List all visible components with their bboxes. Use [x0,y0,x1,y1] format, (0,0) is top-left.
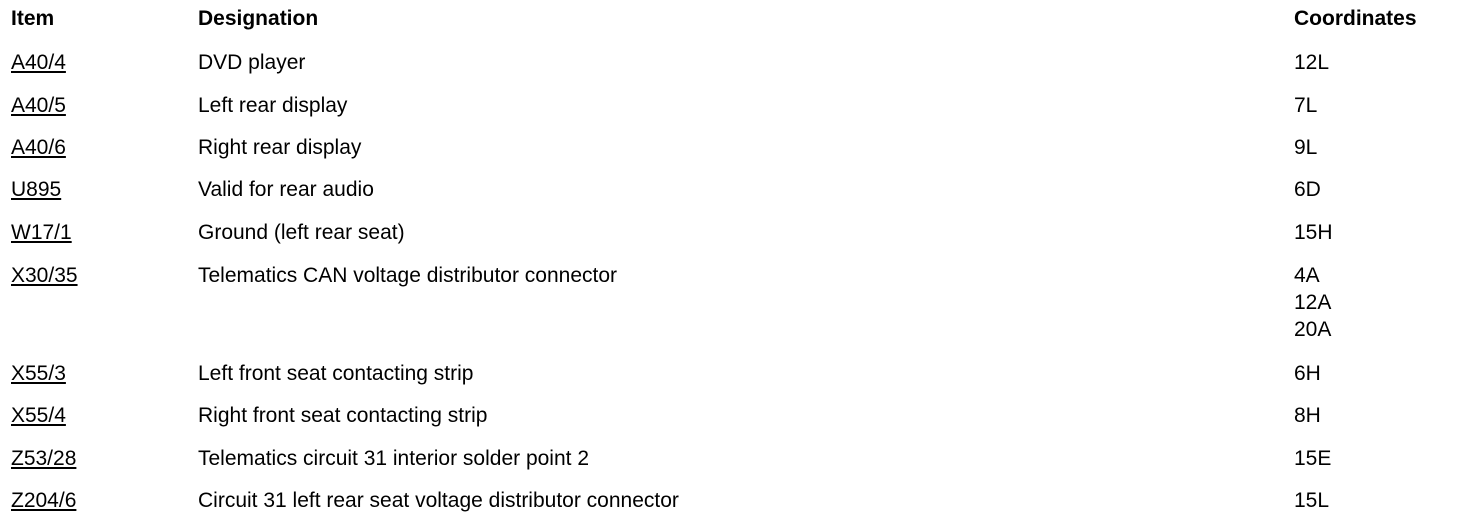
coordinate-text: 12L [1294,51,1330,74]
table-row: A40/6 Right rear display 9L [0,137,1472,163]
coordinate-text: 15E [1294,447,1332,470]
item-link[interactable]: A40/5 [11,94,66,117]
table-row: W17/1 Ground (left rear seat) 15H [0,222,1472,248]
table-row: U895 Valid for rear audio 6D [0,179,1472,205]
table-row: Z53/28 Telematics circuit 31 interior so… [0,448,1472,474]
designation-text: Right front seat contacting strip [198,404,488,427]
coordinate-text: 6D [1294,178,1321,201]
designation-text: Right rear display [198,136,362,159]
coordinate-list: 4A 12A 20A [1294,262,1331,343]
table-row: A40/4 DVD player 12L [0,52,1472,78]
table-header-row: Item Designation Coordinates [0,0,1472,40]
item-link[interactable]: U895 [11,178,62,201]
table-row: Z204/6 Circuit 31 left rear seat voltage… [0,490,1472,516]
table-row: X30/35 Telematics CAN voltage distributo… [0,262,1472,345]
coordinate-text: 8H [1294,404,1321,427]
coordinate-text: 9L [1294,136,1318,159]
designation-text: Circuit 31 left rear seat voltage distri… [198,489,679,512]
coordinate-text: 7L [1294,94,1318,117]
item-link[interactable]: W17/1 [11,221,72,244]
table-row: X55/3 Left front seat contacting strip 6… [0,363,1472,389]
coordinate-text: 15L [1294,489,1330,512]
designation-text: Left rear display [198,94,348,117]
item-column-header: Item [11,7,55,30]
designation-text: Ground (left rear seat) [198,221,405,244]
item-link[interactable]: Z53/28 [11,447,77,470]
coordinate-text: 12A [1294,291,1332,314]
coordinate-text: 4A [1294,264,1320,287]
coordinate-text: 6H [1294,362,1321,385]
item-link[interactable]: Z204/6 [11,489,77,512]
item-link[interactable]: X55/4 [11,404,66,427]
coordinate-text: 20A [1294,318,1332,341]
item-link[interactable]: X55/3 [11,362,66,385]
item-link[interactable]: A40/6 [11,136,66,159]
item-link[interactable]: X30/35 [11,264,78,287]
coordinates-column-header: Coordinates [1294,7,1417,30]
table-row: X55/4 Right front seat contacting strip … [0,405,1472,431]
designation-text: Telematics CAN voltage distributor conne… [198,264,618,287]
item-link[interactable]: A40/4 [11,51,66,74]
designation-text: Valid for rear audio [198,178,374,201]
designation-text: Telematics circuit 31 interior solder po… [198,447,590,470]
coordinate-text: 15H [1294,221,1333,244]
designation-text: DVD player [198,51,306,74]
table-row: A40/5 Left rear display 7L [0,95,1472,121]
designation-column-header: Designation [198,7,319,30]
designation-text: Left front seat contacting strip [198,362,474,385]
